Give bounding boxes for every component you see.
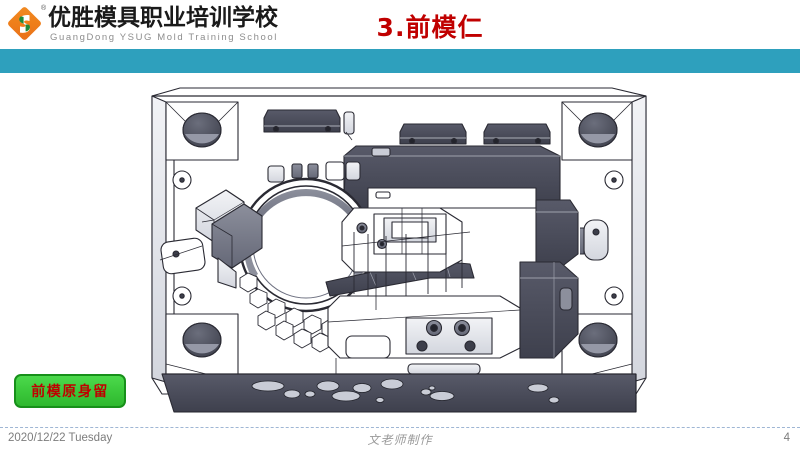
footer-date: 2020/12/22 Tuesday [8, 432, 113, 444]
ysug-diamond-logo-icon [6, 5, 43, 42]
registered-trademark-icon: ® [41, 5, 47, 12]
footer-author-note: 文老师制作 [367, 433, 433, 447]
slide-header: ® 优胜模具职业培训学校 GuangDong YSUG Mold Trainin… [0, 0, 800, 48]
school-name-english: GuangDong YSUG Mold Training School [50, 32, 278, 43]
footer-divider [0, 427, 800, 428]
page-title: 3.前模仁 [376, 13, 484, 42]
logo-s-glyph-icon [19, 15, 31, 33]
callout-badge: 前模原身留 [14, 374, 126, 408]
header-accent-bar [0, 49, 800, 73]
cad-mold-core-drawing [140, 82, 660, 422]
slide-footer: 2020/12/22 Tuesday 文老师制作 4 [0, 430, 800, 450]
school-name-chinese: 优胜模具职业培训学校 [48, 5, 278, 31]
footer-page-number: 4 [783, 432, 790, 444]
callout-badge-label: 前模原身留 [31, 384, 109, 400]
school-logo: ® 优胜模具职业培训学校 GuangDong YSUG Mold Trainin… [6, 4, 278, 46]
